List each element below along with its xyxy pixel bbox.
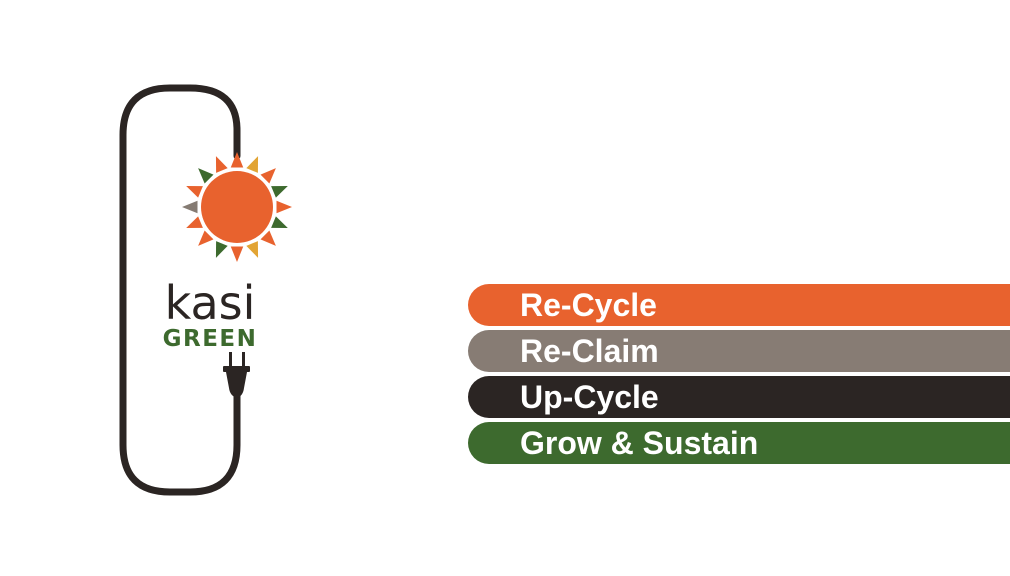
sun-ray (215, 156, 228, 173)
sun-ray (230, 152, 244, 168)
logo-word-kasi: kasi (164, 276, 256, 330)
plug-icon (223, 352, 250, 398)
kasi-green-logo: kasi GREEN (110, 80, 310, 500)
tagline-bars: Re-Cycle Re-Claim Up-Cycle Grow & Sustai… (468, 284, 1010, 468)
bar-re-claim: Re-Claim (468, 330, 1010, 372)
sun-ray (215, 241, 228, 258)
sun-ray (230, 246, 244, 262)
sun-ray (186, 185, 203, 198)
bar-up-cycle: Up-Cycle (468, 376, 1010, 418)
sun-rays (182, 152, 292, 262)
logo-word-green: GREEN (162, 326, 258, 352)
bar-grow-sustain: Grow & Sustain (468, 422, 1010, 464)
bar-re-cycle: Re-Cycle (468, 284, 1010, 326)
cord-loop (119, 84, 241, 496)
sun-ray (246, 156, 259, 173)
sun-disc (201, 171, 273, 243)
sun-ray (182, 200, 198, 214)
sun-ray (186, 216, 203, 229)
sun-ray (271, 216, 288, 229)
sun-ray (276, 200, 292, 214)
sun-ray (260, 230, 276, 246)
sun-ray (246, 241, 259, 258)
sun-ray (198, 168, 214, 184)
sun-ray (198, 230, 214, 246)
sun-plug-icon (119, 84, 292, 496)
sun-ray (271, 185, 288, 198)
sun-ray (260, 168, 276, 184)
